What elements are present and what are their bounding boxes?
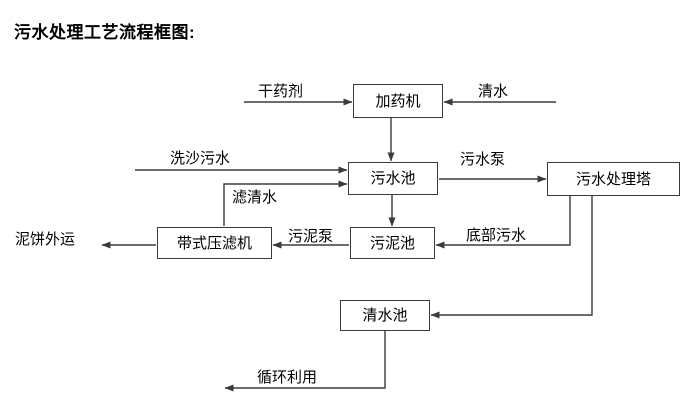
edge-label-sludge-pump: 污泥泵 — [288, 228, 334, 245]
edge-label-sewage-pump: 污水泵 — [460, 151, 506, 168]
node-sludge-pool[interactable]: 污泥池 — [350, 227, 435, 259]
node-label: 带式压滤机 — [176, 234, 252, 252]
node-label: 加药机 — [375, 92, 421, 110]
edge-tower-to-clean-water-pool — [430, 196, 593, 319]
edge-label-sand-wash-sewage: 洗沙污水 — [170, 150, 231, 167]
edge-label-dry-chemical: 干药剂 — [258, 83, 304, 100]
edge-label-filtered-water: 滤清水 — [232, 189, 278, 206]
node-treatment-tower[interactable]: 污水处理塔 — [547, 162, 680, 196]
edge-label-bottom-sewage: 底部污水 — [466, 227, 527, 244]
edge-label-clean-water-in: 清水 — [478, 83, 509, 100]
node-dosing-machine[interactable]: 加药机 — [353, 84, 443, 118]
node-belt-filter-press[interactable]: 带式压滤机 — [157, 227, 272, 259]
node-label: 污泥池 — [369, 234, 415, 252]
node-label: 清水池 — [362, 307, 408, 324]
node-label: 污水处理塔 — [575, 170, 651, 188]
terminal-label-mud-cake-out: 泥饼外运 — [15, 231, 76, 248]
node-clean-water-pool[interactable]: 清水池 — [340, 300, 430, 331]
edge-label-recycle-use: 循环利用 — [257, 369, 318, 386]
node-wastewater-pool[interactable]: 污水池 — [348, 162, 438, 195]
node-label: 污水池 — [370, 170, 416, 187]
page-title: 污水处理工艺流程框图: — [14, 23, 196, 42]
